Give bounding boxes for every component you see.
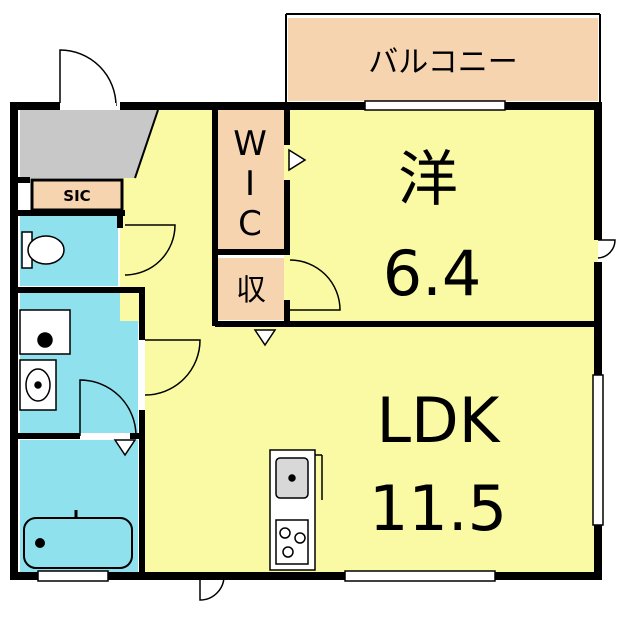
storage-label: 収 <box>236 273 266 308</box>
interior-walls <box>14 106 598 576</box>
ldk-size: 11.5 <box>369 472 507 545</box>
sic-box <box>32 180 122 210</box>
wic-letter-w: W <box>233 124 267 164</box>
ldk-floor <box>145 325 598 575</box>
washing-machine-fixture <box>19 309 71 355</box>
sic-box-outline <box>30 178 124 212</box>
doors <box>59 49 616 601</box>
storage-floor <box>218 258 284 320</box>
ldk-label: LDK <box>377 384 501 457</box>
wic-floor <box>218 110 284 250</box>
bathtub-fixture <box>23 510 133 569</box>
balcony-floor <box>288 18 598 101</box>
sic-diagonal <box>134 109 159 179</box>
wic-letter-c: C <box>238 204 262 244</box>
windows <box>37 100 604 582</box>
sic-label: SIC <box>63 187 90 205</box>
kitchen-counter <box>269 449 323 571</box>
western-room-label: 洋 <box>398 145 458 215</box>
wic-letter-i: I <box>245 164 255 204</box>
balcony-label: バルコニー <box>368 45 517 80</box>
washbasin-fixture <box>19 359 57 411</box>
toilet-fixture <box>21 231 65 269</box>
western-room-size: 6.4 <box>383 237 482 310</box>
sic-floor <box>20 110 158 178</box>
balcony-frame <box>285 13 601 102</box>
